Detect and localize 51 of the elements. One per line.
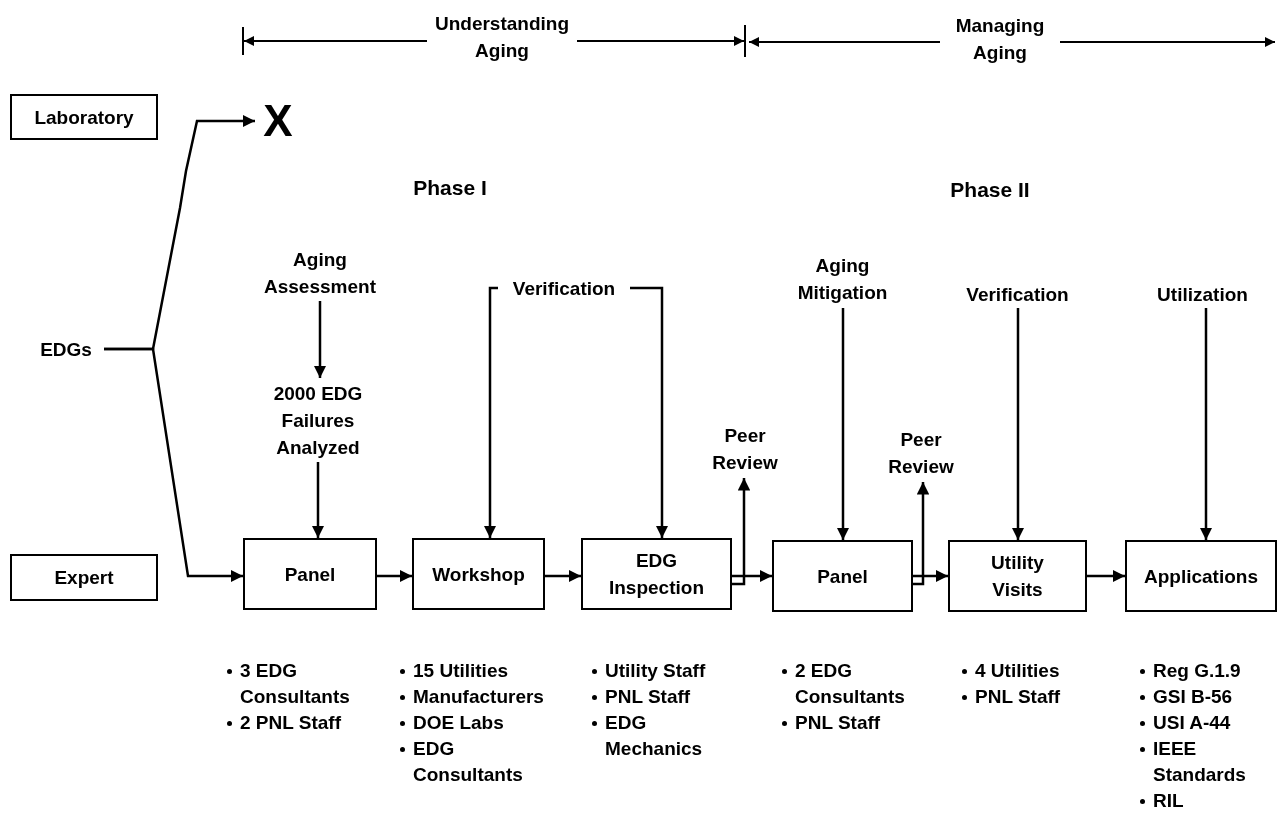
- stage-label-box: Expert: [10, 554, 158, 601]
- list-item: RIL: [1138, 788, 1280, 814]
- process-box: Utility Visits: [948, 540, 1087, 612]
- list-item: 2 PNL Staff: [225, 710, 365, 736]
- arrow: [377, 569, 412, 583]
- list-item: PNL Staff: [960, 684, 1090, 710]
- list-item: Manufacturers: [398, 684, 563, 710]
- arrow: [630, 286, 669, 538]
- stage-label-box: Laboratory: [10, 94, 158, 140]
- arrow: [311, 462, 325, 538]
- list-item: Utility Staff: [590, 658, 740, 684]
- process-box: Workshop: [412, 538, 545, 610]
- list-item: USI A-44: [1138, 710, 1280, 736]
- process-box: Panel: [772, 540, 913, 612]
- arrow: [732, 569, 772, 583]
- arrow: [313, 301, 327, 378]
- arrow: [483, 286, 498, 538]
- list-item: Reg G.1.9: [1138, 658, 1280, 684]
- list-item: EDG Mechanics: [590, 710, 740, 762]
- list-item: DOE Labs: [398, 710, 563, 736]
- arrow: [104, 347, 243, 583]
- arrow: [545, 569, 581, 583]
- input-text: Verification: [498, 274, 630, 302]
- list-item: GSI B-56: [1138, 684, 1280, 710]
- input-text: Verification: [950, 280, 1085, 308]
- input-text: 2000 EDG Failures Analyzed: [253, 378, 383, 462]
- list-item: PNL Staff: [780, 710, 920, 736]
- process-box: Applications: [1125, 540, 1277, 612]
- source-text: EDGs: [28, 335, 104, 363]
- process-box: Panel: [243, 538, 377, 610]
- arrow: [1199, 308, 1213, 540]
- list-item: 15 Utilities: [398, 658, 563, 684]
- output-text: Peer Review: [876, 424, 966, 482]
- list-item: IEEE Standards: [1138, 736, 1280, 788]
- list-item: 3 EDG Consultants: [225, 658, 365, 710]
- list-item: 2 EDG Consultants: [780, 658, 920, 710]
- list-item: EDG Consultants: [398, 736, 563, 788]
- list-item: 4 Utilities: [960, 658, 1090, 684]
- arrow: [913, 569, 948, 583]
- arrow: [913, 482, 930, 586]
- input-text: Aging Assessment: [240, 245, 400, 301]
- arrow: [1087, 569, 1125, 583]
- arrow: [732, 478, 751, 586]
- arrow: [836, 308, 850, 540]
- input-text: Utilization: [1140, 280, 1265, 308]
- x-mark: X: [255, 98, 301, 144]
- arrow: [1011, 308, 1025, 540]
- input-text: Aging Mitigation: [775, 250, 910, 308]
- list-item: PNL Staff: [590, 684, 740, 710]
- output-text: Peer Review: [700, 420, 790, 478]
- process-box: EDG Inspection: [581, 538, 732, 610]
